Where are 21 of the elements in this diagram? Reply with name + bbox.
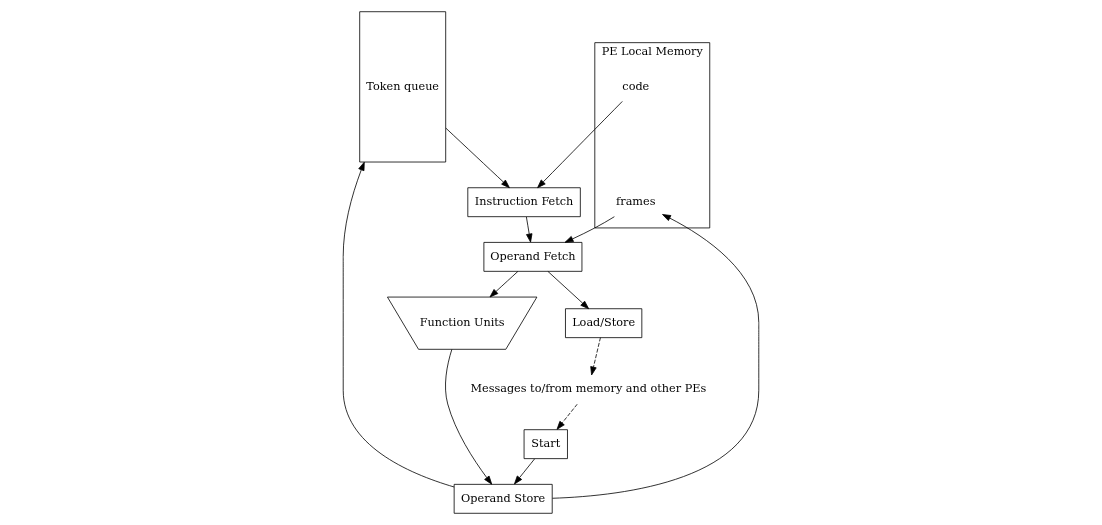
node-box: Operand Store	[453, 483, 553, 514]
node-box: Load/Store	[565, 308, 643, 339]
node-box: Instruction Fetch	[467, 187, 581, 218]
node-box: Token queue	[359, 11, 447, 163]
arrow	[537, 101, 623, 189]
arrow	[514, 458, 535, 485]
arrow	[342, 161, 455, 488]
node-text: Messages to/from memory and other PEs	[470, 382, 707, 396]
arrow	[556, 403, 578, 430]
arrow	[445, 127, 510, 189]
arrow	[590, 337, 601, 376]
arrow	[489, 271, 519, 298]
node-text: frames	[616, 195, 656, 209]
node-box: Start	[523, 429, 568, 460]
arrow	[564, 216, 615, 243]
node-box: Operand Fetch	[483, 242, 583, 272]
node-text: code	[622, 79, 650, 93]
arrow	[526, 216, 533, 243]
arrow	[552, 214, 760, 499]
arrow	[547, 271, 590, 310]
arrow	[445, 349, 493, 485]
